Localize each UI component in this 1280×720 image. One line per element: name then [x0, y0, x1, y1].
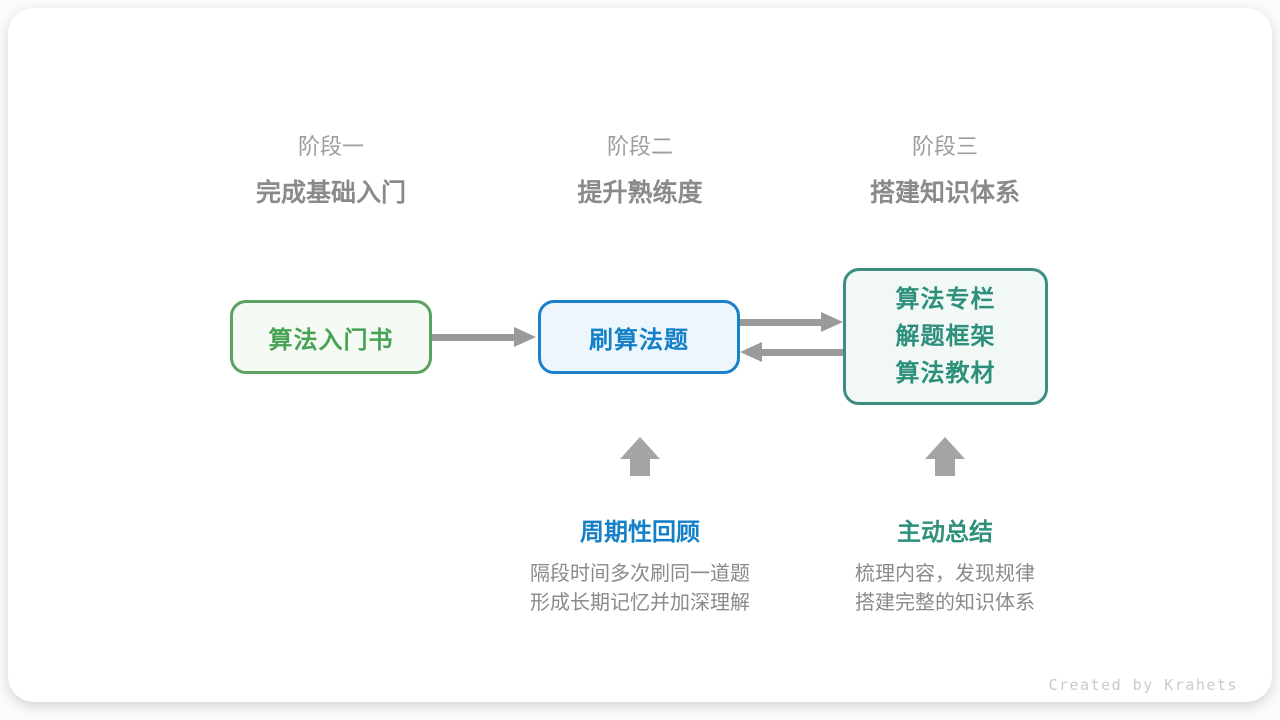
- annotation-periodic-review-desc-line-1: 隔段时间多次刷同一道题: [530, 563, 750, 585]
- stage2-title: 阶段二: [606, 134, 674, 159]
- stage1-title: 阶段一: [297, 134, 365, 159]
- annotation-active-summary-desc-line-2: 搭建完整的知识体系: [855, 592, 1035, 614]
- annotation-periodic-review-heading: 周期性回顾: [580, 519, 700, 546]
- annotation-periodic-review-desc: 隔段时间多次刷同一道题 形成长期记忆并加深理解: [530, 560, 750, 618]
- annotation-active-summary-heading: 主动总结: [897, 519, 993, 546]
- node-practice-label: 刷算法题: [589, 326, 689, 354]
- annotation-periodic-review-desc-line-2: 形成长期记忆并加深理解: [530, 592, 750, 614]
- node-resources-line-2: 解题框架: [895, 323, 996, 350]
- stage2-subtitle: 提升熟练度: [577, 179, 703, 207]
- node-practice: 刷算法题: [538, 300, 740, 374]
- footer-credit: Created by Krahets: [1048, 676, 1238, 694]
- diagram-card: 阶段一 完成基础入门 阶段二 提升熟练度 阶段三 搭建知识体系 算法入门书 刷算…: [8, 8, 1272, 702]
- stage3-subtitle: 搭建知识体系: [869, 179, 1021, 207]
- annotation-active-summary-desc-line-1: 梳理内容，发现规律: [855, 563, 1035, 585]
- node-beginner-book: 算法入门书: [230, 300, 432, 374]
- stage3-title: 阶段三: [911, 134, 979, 159]
- node-resources-line-1: 算法专栏: [895, 286, 996, 313]
- node-resources: 算法专栏 解题框架 算法教材: [843, 268, 1048, 405]
- node-beginner-book-label: 算法入门书: [268, 326, 394, 354]
- node-resources-line-3: 算法教材: [895, 360, 996, 387]
- stage1-subtitle: 完成基础入门: [255, 179, 407, 207]
- annotation-active-summary-desc: 梳理内容，发现规律 搭建完整的知识体系: [855, 560, 1035, 618]
